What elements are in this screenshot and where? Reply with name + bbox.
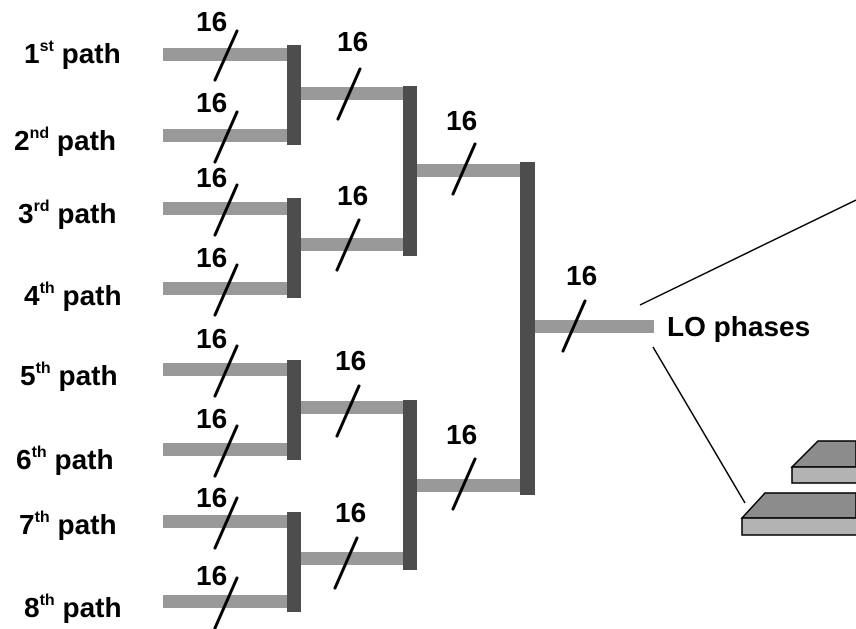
slash-path-5 xyxy=(213,344,239,398)
path-4-word: path xyxy=(62,280,122,311)
slash-path-4 xyxy=(213,263,239,317)
path-3-number: 3 xyxy=(18,198,34,229)
level2-wires xyxy=(287,87,410,565)
slash-l2-c xyxy=(335,384,361,438)
bus-width-path-3: 16 xyxy=(196,162,228,193)
zoom-line-bottom xyxy=(652,346,746,504)
label-path-4: 4th path xyxy=(24,279,122,311)
slash-l2-a xyxy=(336,67,362,121)
bus-width-l3-b: 16 xyxy=(446,419,478,450)
combiner-l1-c xyxy=(287,360,301,460)
bus-width-l2-b: 16 xyxy=(337,180,369,211)
bus-width-path-1: 16 xyxy=(196,6,228,37)
path-3-word: path xyxy=(57,198,117,229)
path-8-word: path xyxy=(62,592,122,623)
bus-width-path-5: 16 xyxy=(196,323,228,354)
slash-path-6 xyxy=(213,424,239,478)
path-8-suffix: th xyxy=(39,591,55,609)
bus-width-output: 16 xyxy=(566,260,598,291)
path-4-number: 4 xyxy=(24,280,40,311)
label-path-6: 6th path xyxy=(16,443,114,475)
path-8-number: 8 xyxy=(24,592,40,623)
bus-width-path-8: 16 xyxy=(196,560,228,591)
label-path-8: 8th path xyxy=(24,591,122,623)
combiner-l1-b xyxy=(287,198,301,298)
path-5-word: path xyxy=(58,360,118,391)
bus-width-path-6: 16 xyxy=(196,403,228,434)
layered-block xyxy=(740,440,856,536)
slash-l3-b xyxy=(451,457,477,511)
slash-l2-d xyxy=(333,536,359,590)
label-path-5: 5th path xyxy=(20,359,118,391)
output-label: LO phases xyxy=(667,311,811,342)
bus-width-path-7: 16 xyxy=(196,482,228,513)
path-4-suffix: th xyxy=(39,279,55,297)
bus-width-path-2: 16 xyxy=(196,87,228,118)
zoom-lines xyxy=(639,199,856,504)
slash-path-3 xyxy=(213,183,239,237)
label-path-2: 2nd path xyxy=(14,124,117,156)
zoom-line-top xyxy=(639,199,856,306)
combiner-l2-b xyxy=(403,400,417,570)
slash-path-8 xyxy=(213,576,239,629)
block-upper-top xyxy=(790,440,856,468)
combiner-l1-a xyxy=(287,45,301,145)
bus-width-path-4: 16 xyxy=(196,242,228,273)
slash-l3-a xyxy=(451,142,477,196)
bus-width-l2-d: 16 xyxy=(335,497,367,528)
path-6-suffix: th xyxy=(31,443,47,461)
block-upper-side xyxy=(791,466,856,484)
path-3-suffix: rd xyxy=(33,197,50,215)
bus-width-l2-c: 16 xyxy=(335,345,367,376)
bus-slashes xyxy=(213,29,587,629)
path-1-word: path xyxy=(61,38,121,69)
path-7-suffix: th xyxy=(34,508,50,526)
path-5-number: 5 xyxy=(20,360,36,391)
output-wire xyxy=(520,320,654,333)
path-2-number: 2 xyxy=(14,125,30,156)
path-6-number: 6 xyxy=(16,444,32,475)
slash-path-2 xyxy=(213,110,239,164)
bus-width-l2-a: 16 xyxy=(337,26,369,57)
label-path-3: 3rd path xyxy=(18,197,117,229)
path-7-word: path xyxy=(57,509,117,540)
label-path-7: 7th path xyxy=(19,508,117,540)
slash-path-7 xyxy=(213,496,239,550)
path-7-number: 7 xyxy=(19,509,35,540)
combiner-bars xyxy=(287,45,535,612)
bus-width-l3-a: 16 xyxy=(446,105,478,136)
slash-output xyxy=(561,299,587,353)
path-2-suffix: nd xyxy=(29,124,50,142)
path-1-suffix: st xyxy=(39,37,54,55)
block-lower-side xyxy=(741,517,856,536)
slash-l2-b xyxy=(335,218,361,272)
path-5-suffix: th xyxy=(35,359,51,377)
path-1-number: 1 xyxy=(24,38,40,69)
label-path-1: 1st path xyxy=(24,37,121,69)
slash-path-1 xyxy=(213,29,239,82)
combiner-l3 xyxy=(520,162,535,495)
path-6-word: path xyxy=(54,444,114,475)
combiner-l1-d xyxy=(287,512,301,612)
path-2-word: path xyxy=(56,125,117,156)
combiner-l2-a xyxy=(403,86,417,256)
block-lower-top xyxy=(740,492,856,519)
